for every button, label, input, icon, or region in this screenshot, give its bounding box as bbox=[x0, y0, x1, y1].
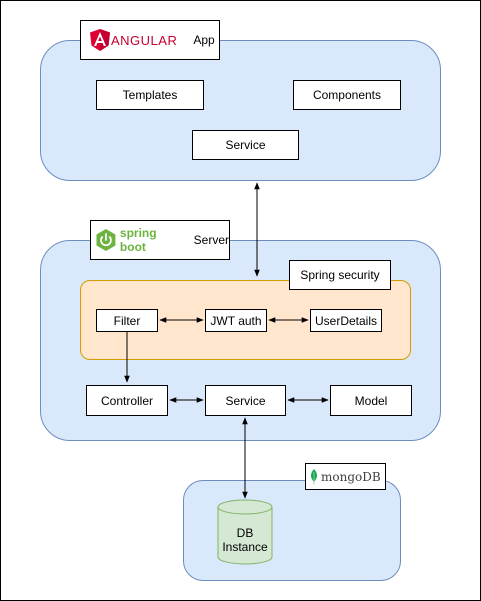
spring-security-label-box: Spring security bbox=[289, 260, 391, 290]
spring-server-label: Server bbox=[193, 233, 229, 247]
model-box: Model bbox=[330, 385, 412, 416]
spring-boot-logo-icon bbox=[96, 229, 116, 251]
db-instance-label-line1: DB bbox=[236, 526, 254, 540]
angular-app-label: App bbox=[193, 33, 215, 47]
templates-box: Templates bbox=[96, 80, 204, 110]
spring-server-tag: spring boot Server bbox=[90, 220, 230, 260]
spring-service-box: Service bbox=[205, 385, 286, 416]
angular-service-box: Service bbox=[192, 130, 299, 160]
spring-boot-logo-text: spring boot bbox=[119, 226, 157, 254]
controller-box: Controller bbox=[86, 385, 168, 416]
angular-logo-icon bbox=[90, 29, 110, 51]
filter-box: Filter bbox=[96, 309, 158, 332]
components-box: Components bbox=[293, 80, 401, 110]
db-instance-label: DB Instance bbox=[218, 526, 272, 554]
angular-logo-text: ANGULAR bbox=[111, 32, 178, 48]
db-instance-label-line2: Instance bbox=[222, 540, 268, 554]
mongodb-tag: mongoDB bbox=[305, 463, 386, 490]
mongodb-logo-text: mongoDB bbox=[321, 469, 381, 484]
userdetails-box: UserDetails bbox=[310, 309, 382, 332]
jwt-auth-box: JWT auth bbox=[205, 309, 267, 332]
angular-app-tag: ANGULAR App bbox=[80, 20, 220, 60]
mongodb-leaf-icon bbox=[310, 468, 318, 485]
